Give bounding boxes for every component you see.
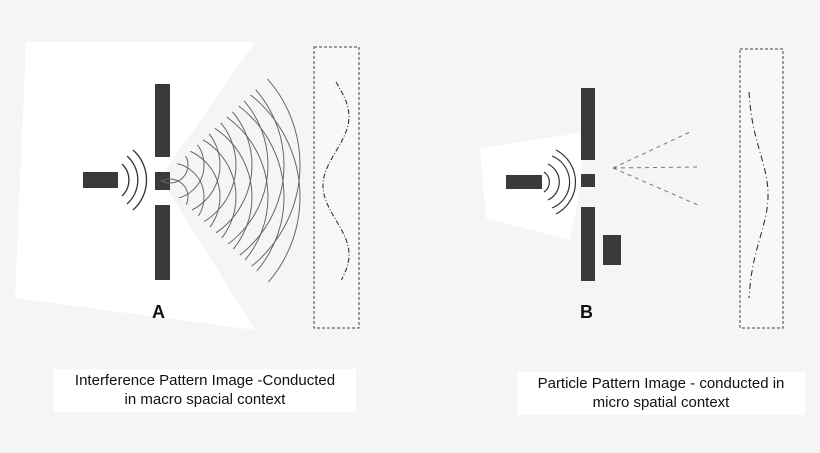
- panel-b-caption-line1: Particle Pattern Image - conducted in: [537, 375, 785, 392]
- panel-a-interference-pattern: [322, 81, 350, 281]
- panel-a-light-cone: [15, 42, 255, 330]
- panel-a-source-waves: [121, 149, 148, 211]
- panel-b-source-waves: [543, 149, 577, 215]
- panel-a-barrier-top: [155, 84, 170, 157]
- panel-b-source-emitter: [506, 175, 542, 189]
- panel-b-barrier-bottom: [581, 207, 595, 281]
- panel-b-screen: [739, 48, 784, 329]
- panel-b-barrier-top: [581, 88, 595, 160]
- panel-a-barrier-bottom: [155, 205, 170, 280]
- panel-a-source-emitter: [83, 172, 118, 188]
- panel-b-particle-paths: [612, 131, 699, 206]
- panel-a-caption-line1: Interference Pattern Image -Conducted: [74, 372, 336, 389]
- panel-b-label: B: [580, 302, 593, 322]
- panel-a-screen: [313, 46, 360, 329]
- panel-a-caption: Interference Pattern Image -Conducted in…: [54, 369, 356, 412]
- panel-b-barrier-middle: [581, 174, 595, 187]
- panel-b-caption-line2: micro spatial context: [592, 394, 730, 411]
- panel-a-caption-line2: in macro spacial context: [124, 391, 286, 408]
- panel-b-particle-pattern: [748, 91, 769, 299]
- panel-a-label: A: [152, 302, 165, 322]
- panel-a: A: [15, 34, 360, 330]
- panel-b-caption: Particle Pattern Image - conducted in mi…: [517, 372, 805, 415]
- panel-b-detector: [603, 235, 621, 265]
- panel-b: B: [480, 48, 784, 329]
